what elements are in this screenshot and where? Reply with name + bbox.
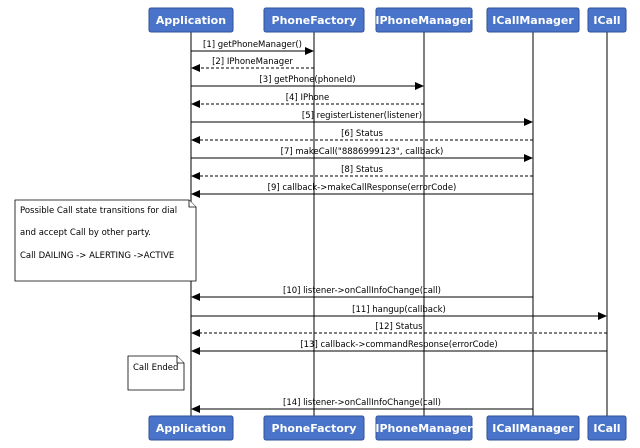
actor-label: ICallManager	[492, 422, 574, 435]
message-9: [9] callback->makeCallResponse(errorCode…	[191, 183, 533, 198]
message-10: [10] listener->onCallInfoChange(call)	[191, 286, 533, 301]
message-label: [12] Status	[375, 322, 423, 332]
arrowhead	[191, 172, 200, 180]
arrowhead	[191, 64, 200, 72]
actor-icall-top: ICall	[587, 7, 627, 33]
message-label: [2] IPhoneManager	[212, 57, 293, 67]
actor-box	[263, 415, 365, 441]
actor-label: ICall	[593, 14, 620, 27]
note-fold	[176, 356, 184, 364]
message-6: [6] Status	[191, 129, 533, 144]
message-label: [14] listener->onCallInfoChange(call)	[283, 398, 441, 408]
message-label: [5] registerListener(listener)	[302, 111, 422, 121]
message-label: [4] IPhone	[286, 93, 330, 103]
arrowhead	[191, 405, 200, 413]
message-label: [1] getPhoneManager()	[203, 40, 302, 50]
actor-box	[486, 7, 580, 33]
message-label: [9] callback->makeCallResponse(errorCode…	[268, 183, 457, 193]
message-label: [6] Status	[341, 129, 383, 139]
actor-box	[148, 415, 234, 441]
actor-box	[486, 415, 580, 441]
actor-ipm-bottom: IPhoneManager	[375, 415, 473, 441]
message-2: [2] IPhoneManager	[191, 57, 314, 72]
actor-label: ICallManager	[492, 14, 574, 27]
message-label: [8] Status	[341, 165, 383, 175]
arrowhead	[524, 154, 533, 162]
actor-icm-top: ICallManager	[486, 7, 580, 33]
message-label: [11] hangup(callback)	[352, 305, 446, 315]
message-12: [12] Status	[191, 322, 607, 337]
message-4: [4] IPhone	[191, 93, 424, 108]
message-14: [14] listener->onCallInfoChange(call)	[191, 398, 533, 413]
actor-box	[375, 7, 473, 33]
actor-box	[148, 7, 234, 33]
actor-pf-bottom: PhoneFactory	[263, 415, 365, 441]
message-label: [10] listener->onCallInfoChange(call)	[283, 286, 441, 296]
arrowhead	[524, 118, 533, 126]
actor-ipm-top: IPhoneManager	[375, 7, 473, 33]
actor-label: IPhoneManager	[375, 422, 473, 435]
message-11: [11] hangup(callback)	[191, 305, 607, 320]
note-box	[14, 199, 197, 282]
arrowhead	[191, 347, 200, 355]
note-2: Call Ended	[127, 355, 185, 391]
note-line: Call Ended	[133, 363, 178, 373]
arrowhead	[191, 136, 200, 144]
arrowhead	[305, 47, 314, 55]
note-box	[127, 355, 185, 391]
message-8: [8] Status	[191, 165, 533, 180]
message-label: [3] getPhone(phoneId)	[259, 75, 355, 85]
note-line: Call DAILING -> ALERTING ->ACTIVE	[20, 251, 174, 261]
note-1: Possible Call state transitions for dial…	[14, 199, 197, 282]
message-13: [13] callback->commandResponse(errorCode…	[191, 340, 607, 355]
arrowhead	[191, 190, 200, 198]
actor-box	[375, 415, 473, 441]
actor-box	[263, 7, 365, 33]
actor-app-bottom: Application	[148, 415, 234, 441]
message-label: [7] makeCall("8886999123", callback)	[281, 147, 444, 157]
actor-app-top: Application	[148, 7, 234, 33]
actor-box	[587, 415, 627, 441]
arrowhead	[191, 293, 200, 301]
actor-box	[587, 7, 627, 33]
message-5: [5] registerListener(listener)	[191, 111, 533, 126]
actor-label: PhoneFactory	[272, 14, 357, 27]
note-line: and accept Call by other party.	[20, 228, 151, 238]
actor-icall-bottom: ICall	[587, 415, 627, 441]
message-label: [13] callback->commandResponse(errorCode…	[300, 340, 497, 350]
actor-pf-top: PhoneFactory	[263, 7, 365, 33]
arrowhead	[191, 100, 200, 108]
message-7: [7] makeCall("8886999123", callback)	[191, 147, 533, 162]
arrowhead	[598, 312, 607, 320]
arrowhead	[191, 329, 200, 337]
actor-label: PhoneFactory	[272, 422, 357, 435]
message-3: [3] getPhone(phoneId)	[191, 75, 424, 90]
actor-label: ICall	[593, 422, 620, 435]
actor-label: Application	[156, 14, 226, 27]
actor-label: IPhoneManager	[375, 14, 473, 27]
message-1: [1] getPhoneManager()	[191, 40, 314, 55]
actor-icm-bottom: ICallManager	[486, 415, 580, 441]
arrowhead	[415, 82, 424, 90]
note-line: Possible Call state transitions for dial	[20, 206, 177, 216]
note-fold	[188, 200, 196, 208]
actor-label: Application	[156, 422, 226, 435]
